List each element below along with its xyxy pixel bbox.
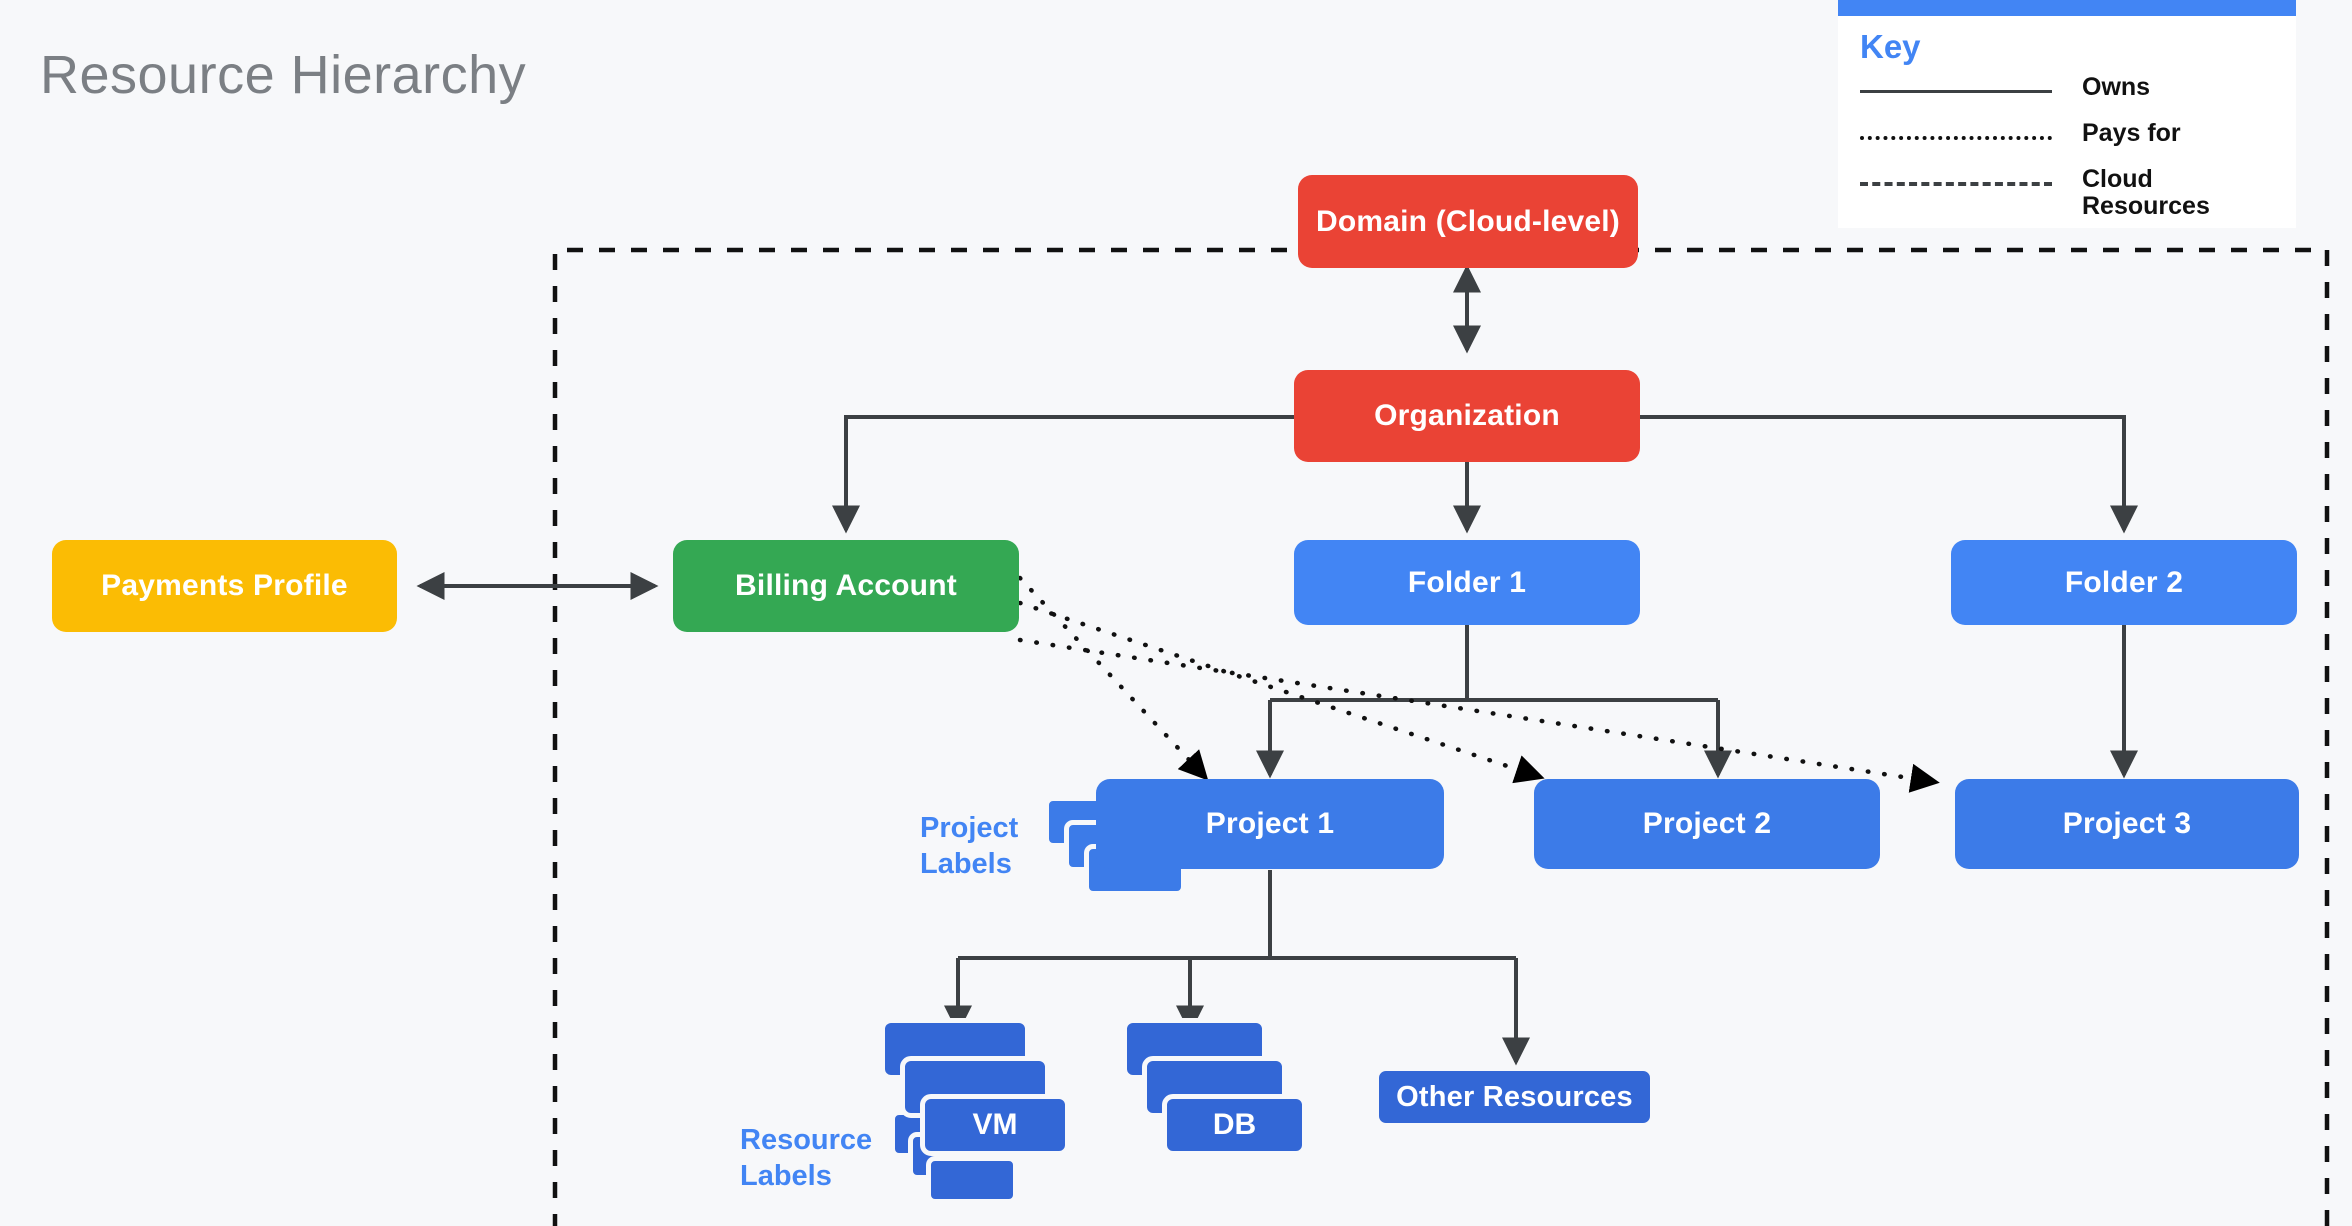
node-project-3[interactable]: Project 3 bbox=[1955, 779, 2299, 869]
db-card-front[interactable]: DB bbox=[1162, 1094, 1307, 1156]
key-label-cloud-resources: Cloud Resources bbox=[2082, 165, 2210, 220]
project-labels-line-2: Labels bbox=[920, 848, 1012, 881]
key-row-pays-for: Pays for bbox=[1838, 120, 2296, 160]
node-domain[interactable]: Domain (Cloud-level) bbox=[1298, 175, 1638, 268]
edge-billing-project1 bbox=[1017, 575, 1209, 781]
node-other-resources[interactable]: Other Resources bbox=[1374, 1066, 1655, 1128]
project-labels-text: Project Labels bbox=[920, 810, 1080, 883]
key-legend: Key Owns Pays for Cloud Resources bbox=[1838, 0, 2296, 228]
db-resource-stack[interactable]: DB bbox=[1122, 1018, 1382, 1168]
key-header-bar bbox=[1838, 0, 2296, 16]
key-line-solid bbox=[1860, 78, 2052, 106]
owns-edges bbox=[416, 264, 2138, 1066]
key-row-owns: Owns bbox=[1838, 74, 2296, 114]
node-project-2[interactable]: Project 2 bbox=[1534, 779, 1880, 869]
edge-billing-project2 bbox=[1017, 600, 1545, 784]
node-payments-profile[interactable]: Payments Profile bbox=[52, 540, 397, 632]
resource-labels-text: Resource Labels bbox=[740, 1122, 940, 1195]
project-labels-line-1: Project bbox=[920, 812, 1019, 844]
node-billing-account[interactable]: Billing Account bbox=[673, 540, 1019, 632]
key-line-dotted bbox=[1860, 124, 2052, 152]
node-organization[interactable]: Organization bbox=[1294, 370, 1640, 462]
key-label-owns: Owns bbox=[2082, 73, 2151, 101]
vm-card-front[interactable]: VM bbox=[920, 1094, 1070, 1156]
page-title: Resource Hierarchy bbox=[40, 45, 527, 105]
key-line-dashed bbox=[1860, 170, 2052, 198]
key-label-pays-for: Pays for bbox=[2082, 119, 2181, 147]
resource-labels-line-1: Resource bbox=[740, 1124, 873, 1156]
node-project-1[interactable]: Project 1 bbox=[1096, 779, 1444, 869]
edge-org-billing bbox=[832, 415, 1294, 534]
resource-labels-line-2: Labels bbox=[740, 1160, 832, 1193]
node-folder-2[interactable]: Folder 2 bbox=[1951, 540, 2297, 625]
key-row-cloud-resources: Cloud Resources bbox=[1838, 166, 2296, 220]
edge-billing-project3 bbox=[1017, 637, 1940, 793]
edge-org-folder2 bbox=[1640, 415, 2138, 534]
node-folder-1[interactable]: Folder 1 bbox=[1294, 540, 1640, 625]
key-title: Key bbox=[1860, 28, 1921, 65]
